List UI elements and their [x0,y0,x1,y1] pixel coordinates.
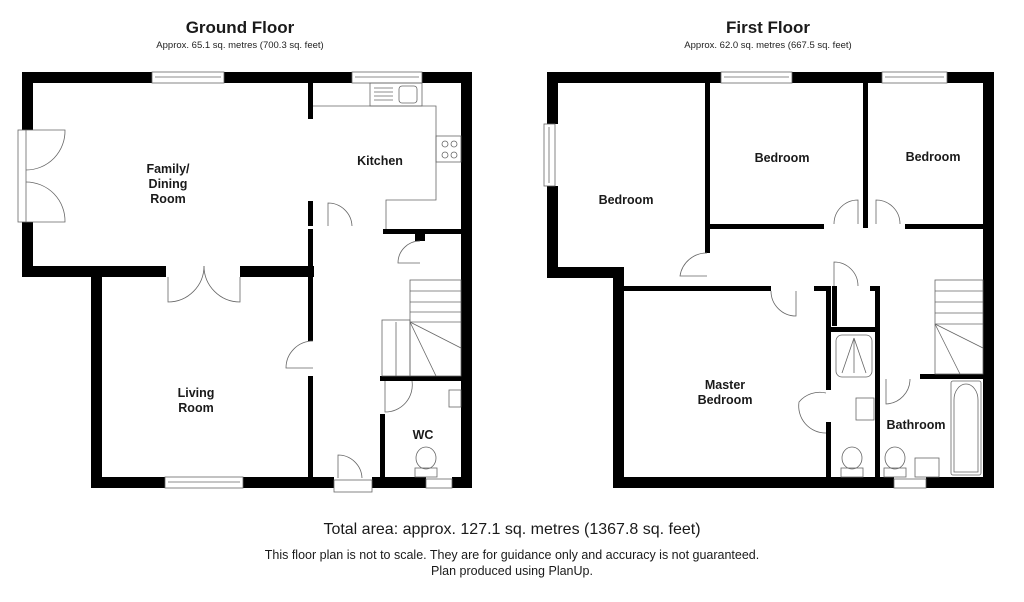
room-label-bedroom-middle: Bedroom [754,151,810,165]
room-label-bedroom-left: Bedroom [598,193,654,207]
ground-floor-title: Ground Floor [185,18,295,37]
room-label-bathroom: Bathroom [886,418,946,432]
first-floor-title: First Floor [725,18,811,37]
room-label-family-dining: Family/ Dining Room [146,162,190,206]
room-label-living-room: Living Room [177,386,215,415]
room-label-master-bedroom: Master Bedroom [697,378,753,407]
ground-floor-plan [17,71,472,493]
first-floor-plan [543,71,994,489]
total-area: Total area: approx. 127.1 sq. metres (13… [323,521,701,538]
plan-credit: Plan produced using PlanUp. [431,564,593,578]
room-label-wc: WC [412,428,434,442]
ground-floor-area: Approx. 65.1 sq. metres (700.3 sq. feet) [156,40,324,51]
disclaimer: This floor plan is not to scale. They ar… [264,548,760,562]
room-label-kitchen: Kitchen [357,154,403,168]
first-floor-area: Approx. 62.0 sq. metres (667.5 sq. feet) [684,40,852,51]
room-label-bedroom-right: Bedroom [905,150,961,164]
